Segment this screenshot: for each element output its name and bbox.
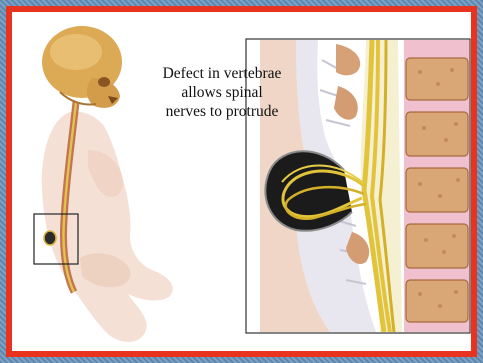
infant-defect-sac	[44, 231, 56, 245]
vertebral-bodies	[404, 40, 470, 340]
callout-line-2: allows spinal	[138, 83, 306, 102]
infant-skull	[42, 26, 122, 108]
callout-line-3: nerves to protrude	[138, 102, 306, 121]
callout-label: Defect in vertebrae allows spinal nerves…	[138, 64, 306, 121]
callout-line-1: Defect in vertebrae	[138, 64, 306, 83]
